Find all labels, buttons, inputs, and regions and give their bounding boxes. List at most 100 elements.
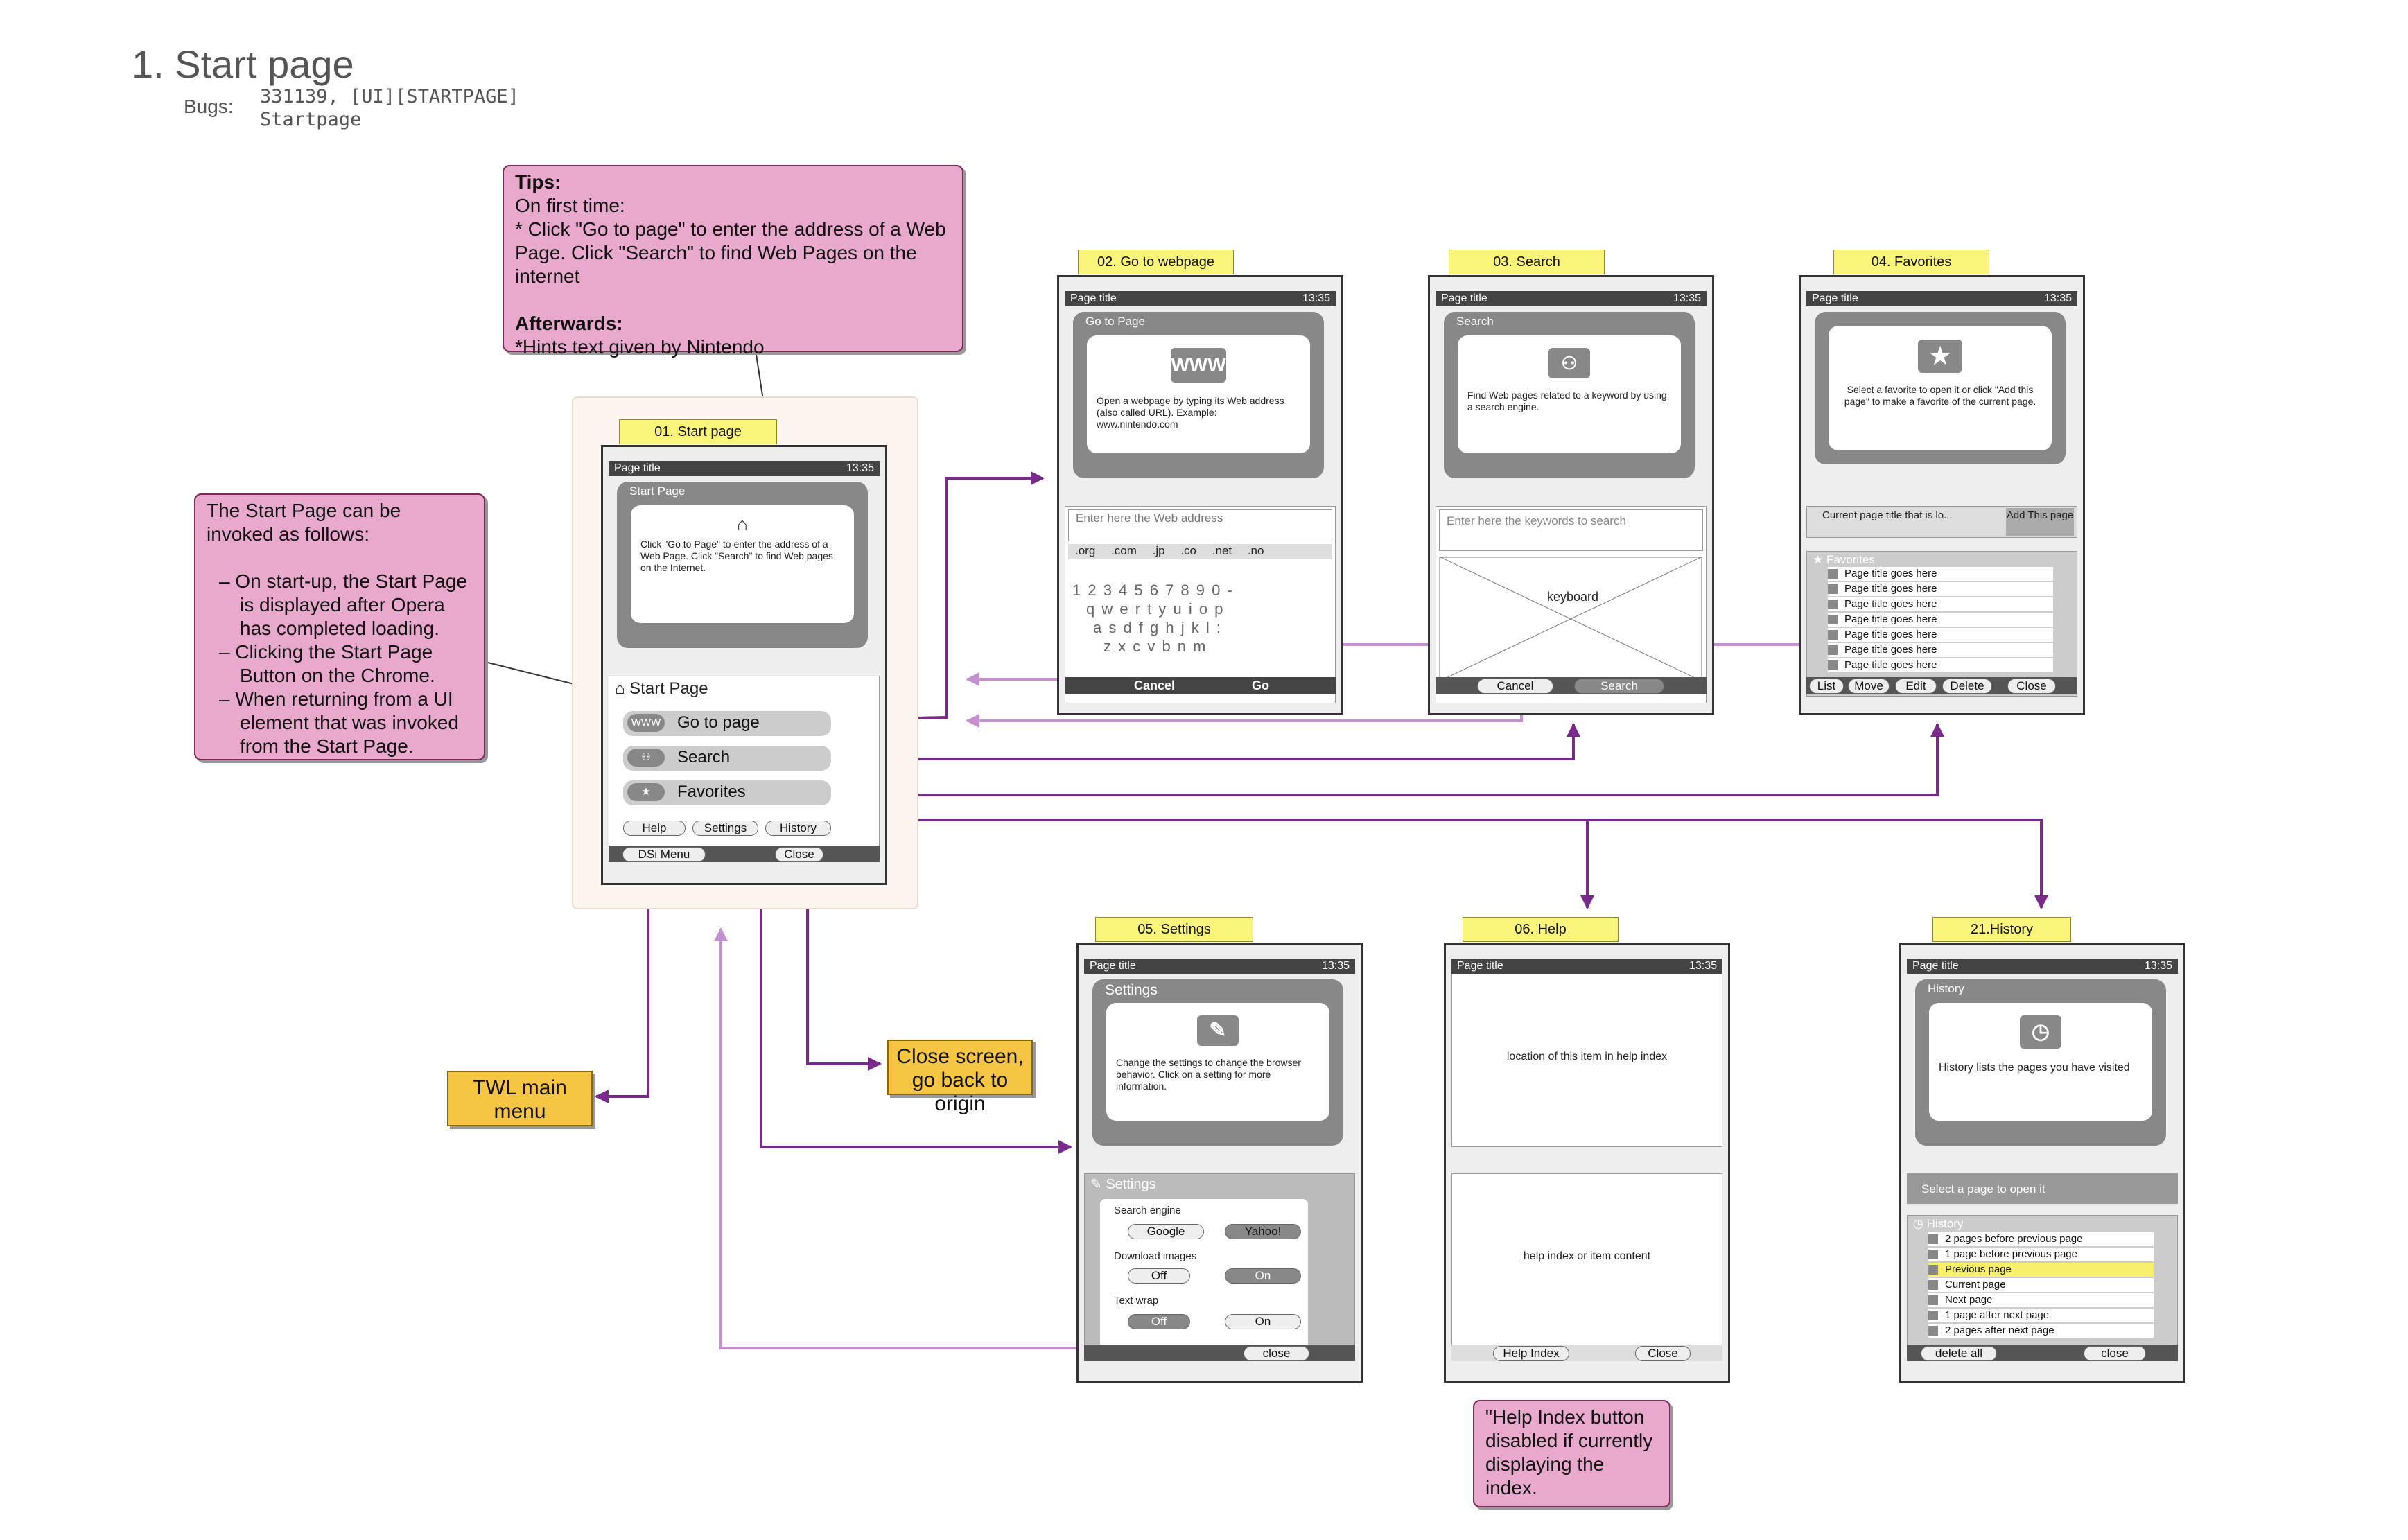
list-item[interactable]: Page title goes here	[1828, 613, 2053, 627]
tips-after: *Hints text given by Nintendo	[515, 336, 765, 358]
settings-list: ✎ Settings Search engine Google Yahoo! D…	[1084, 1173, 1355, 1357]
tips-heading: Tips:	[515, 171, 561, 193]
favorites-frame: ★ Select a favorite to open it or click …	[1815, 312, 2066, 464]
hint-card: ◷ History lists the pages you have visit…	[1929, 1003, 2152, 1121]
hint-card: ★ Select a favorite to open it or click …	[1829, 326, 2052, 450]
wrap-on[interactable]: On	[1225, 1314, 1301, 1329]
close-button[interactable]: Close	[775, 847, 823, 862]
bottom-bar: Cancel Go	[1065, 677, 1336, 694]
close-button[interactable]: close	[2084, 1346, 2146, 1361]
home-icon: ⌂	[737, 514, 748, 534]
keyword-input[interactable]: Enter here the keywords to search	[1439, 509, 1703, 551]
list-item[interactable]: 1 page after next page	[1928, 1309, 2154, 1322]
add-page-button[interactable]: Add This page	[2006, 508, 2074, 536]
list-item[interactable]: Page title goes here	[1828, 597, 2053, 611]
close-button[interactable]: Close	[2007, 679, 2056, 694]
settings-frame: Settings ✎ Change the settings to change…	[1092, 979, 1343, 1146]
key-row[interactable]: a s d f g h j k l :	[1093, 619, 1222, 636]
close-button[interactable]: close	[1244, 1346, 1309, 1361]
help-index-button[interactable]: Help Index	[1493, 1346, 1569, 1361]
help-content: help index or item content	[1451, 1173, 1722, 1360]
cancel-button[interactable]: Cancel	[1477, 679, 1553, 694]
tld-row[interactable]: .org .com .jp .co .net .no	[1068, 544, 1332, 559]
list-item-highlighted[interactable]: Previous page	[1928, 1263, 2154, 1277]
search-button[interactable]: Search	[1574, 679, 1664, 694]
download-on[interactable]: On	[1225, 1268, 1301, 1284]
download-off[interactable]: Off	[1128, 1268, 1190, 1284]
wrap-off[interactable]: Off	[1128, 1314, 1190, 1329]
list-item[interactable]: 2 pages before previous page	[1928, 1232, 2154, 1246]
yahoo-option[interactable]: Yahoo!	[1225, 1224, 1301, 1239]
key-row[interactable]: 1 2 3 4 5 6 7 8 9 0 -	[1072, 581, 1234, 599]
bottom-bar: close	[1084, 1345, 1355, 1361]
screen-tag: 02. Go to webpage	[1078, 250, 1234, 274]
page-title: 1. Start page	[132, 42, 354, 86]
bottom-bar: DSi Menu Close	[609, 846, 880, 862]
list-item[interactable]: Page title goes here	[1828, 567, 2053, 581]
tips-line: * Click "Go to page" to enter the addres…	[515, 218, 946, 287]
help-button[interactable]: Help	[623, 821, 686, 836]
history-button[interactable]: History	[765, 821, 831, 836]
hint-card: ✎ Change the settings to change the brow…	[1106, 1003, 1329, 1121]
settings-button[interactable]: Settings	[692, 821, 758, 836]
close-note: Close screen, go back to origin	[887, 1040, 1033, 1115]
select-prompt: Select a page to open it	[1907, 1173, 2178, 1204]
hint-card: ⌂ Click "Go to Page" to enter the addres…	[631, 505, 854, 623]
cancel-button[interactable]: Cancel	[1134, 679, 1176, 692]
goto-frame: Go to Page WWW Open a webpage by typing …	[1073, 312, 1324, 478]
list-item[interactable]: Page title goes here	[1828, 643, 2053, 657]
invoke-note: The Start Page can be invoked as follows…	[194, 493, 485, 760]
key-row[interactable]: q w e r t y u i o p	[1086, 600, 1225, 618]
list-item[interactable]: Page title goes here	[1828, 628, 2053, 642]
list-item[interactable]: Page title goes here	[1828, 658, 2053, 672]
list-item[interactable]: 2 pages after next page	[1928, 1324, 2154, 1338]
list-button[interactable]: List	[1809, 679, 1844, 694]
delete-button[interactable]: Delete	[1942, 679, 1992, 694]
history-frame: History ◷ History lists the pages you ha…	[1915, 979, 2166, 1146]
list-item[interactable]: Next page	[1928, 1293, 2154, 1307]
key-row[interactable]: z x c v b n m	[1103, 638, 1207, 655]
favorites-button[interactable]: ★Favorites	[623, 780, 831, 805]
history-list-title: ◷ History	[1913, 1217, 1964, 1230]
edit-button[interactable]: Edit	[1895, 679, 1937, 694]
www-icon: WWW	[627, 714, 665, 732]
move-button[interactable]: Move	[1848, 679, 1890, 694]
list-item[interactable]: 1 page before previous page	[1928, 1248, 2154, 1261]
page-title-label: Page title	[614, 462, 661, 474]
keyboard-placeholder	[1439, 557, 1702, 681]
close-button[interactable]: Close	[1635, 1346, 1691, 1361]
list-item[interactable]: Current page	[1928, 1278, 2154, 1292]
dsi-menu-button[interactable]: DSi Menu	[622, 847, 706, 862]
go-button[interactable]: Go	[1252, 679, 1269, 692]
search-button[interactable]: ⚇Search	[623, 746, 831, 771]
screen-tag: 21.History	[1932, 917, 2071, 942]
settings-list-title: ✎ Settings	[1090, 1177, 1156, 1192]
star-icon: ★	[627, 783, 665, 801]
screen-tag: 05. Settings	[1095, 917, 1253, 942]
list-item[interactable]: Page title goes here	[1828, 582, 2053, 596]
tips-note: Tips: On first time: * Click "Go to page…	[503, 165, 963, 358]
invoke-item: Clicking the Start Page Button on the Ch…	[207, 640, 473, 688]
help-location: location of this item in help index	[1451, 974, 1722, 1147]
invoke-item: On start-up, the Start Page is displayed…	[207, 570, 473, 640]
address-input[interactable]: Enter here the Web address	[1068, 509, 1332, 541]
twl-note: TWL main menu	[447, 1071, 593, 1126]
favorites-list: ★ Favorites Page title goes here Page ti…	[1806, 551, 2077, 697]
bottom-bar: Cancel Search	[1436, 677, 1707, 694]
google-option[interactable]: Google	[1128, 1224, 1204, 1239]
wrench-icon: ✎	[1197, 1015, 1239, 1046]
delete-all-button[interactable]: delete all	[1921, 1346, 1997, 1361]
clock-icon: ◷	[2020, 1015, 2061, 1049]
hint-card: WWW Open a webpage by typing its Web add…	[1087, 335, 1310, 453]
clock: 13:35	[846, 462, 874, 474]
screen-tag: 06. Help	[1463, 917, 1619, 942]
bottom-bar: delete all close	[1907, 1345, 2178, 1361]
